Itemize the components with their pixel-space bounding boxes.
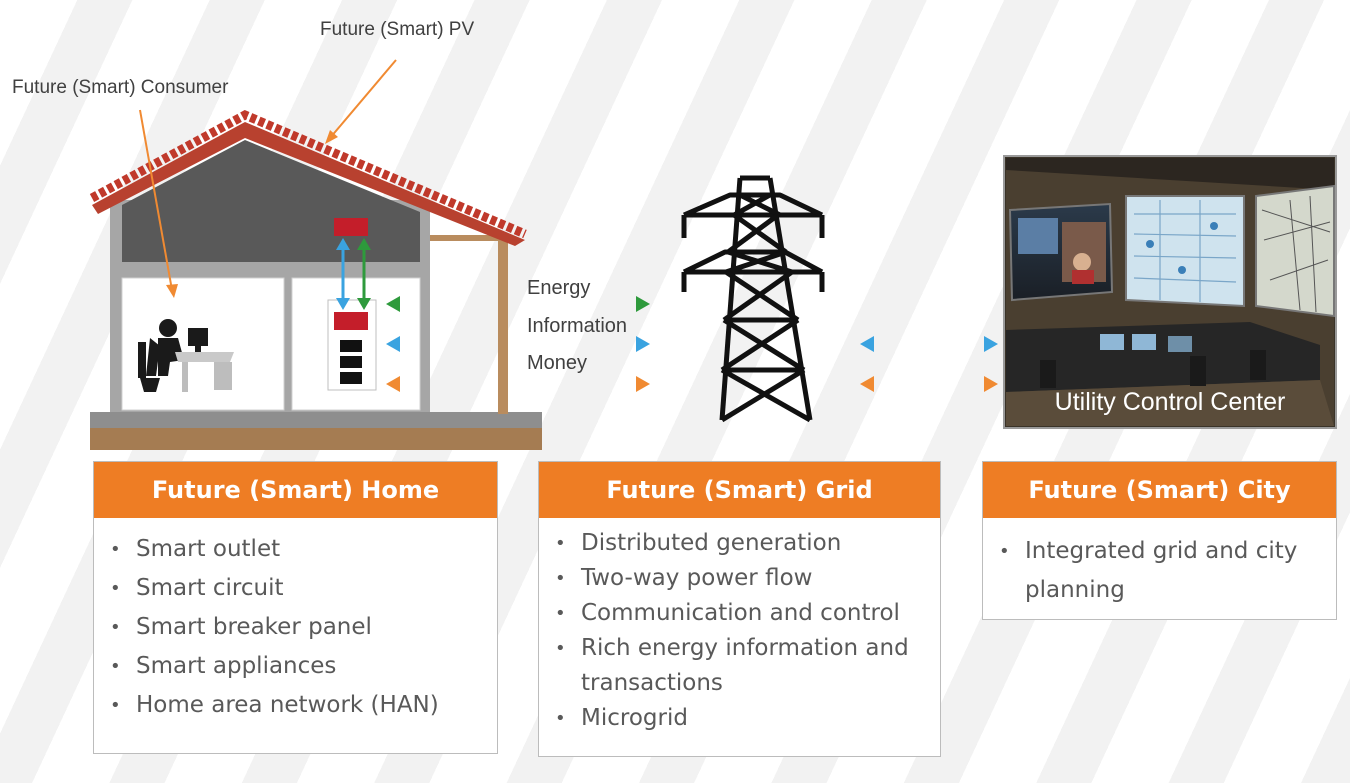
smart-city-title: Future (Smart) City (983, 462, 1336, 518)
transmission-tower-icon (681, 175, 825, 423)
list-item: •Smart appliances (110, 653, 337, 679)
consumer-label: Future (Smart) Consumer (12, 77, 229, 98)
list-item: •Smart outlet (110, 536, 281, 562)
control-center-label: Utility Control Center (1055, 388, 1286, 416)
consumer-silhouette (138, 319, 208, 392)
smart-meter (334, 312, 368, 330)
house-roof (92, 122, 525, 246)
smart-home-list: •Smart outlet •Smart circuit •Smart brea… (94, 518, 497, 725)
house-foundation (90, 428, 542, 450)
pv-pointer-arrow (325, 59, 397, 144)
list-item: •Two-way power flow (555, 565, 813, 591)
porch-post (498, 238, 508, 414)
list-item: •Microgrid (555, 705, 688, 731)
house-foundation-top (90, 412, 542, 428)
smart-home-card: Future (Smart) Home •Smart outlet •Smart… (93, 461, 498, 754)
money-flow-arrow (386, 376, 650, 392)
energy-label: Energy (527, 277, 590, 299)
smart-city-list: •Integrated grid and city planning (983, 518, 1336, 610)
information-flow-arrow (386, 336, 650, 352)
smart-home-title: Future (Smart) Home (94, 462, 497, 518)
list-item: •Integrated grid and city planning (999, 538, 1298, 603)
list-item: •Distributed generation (555, 530, 842, 556)
grid-city-information-arrow (860, 336, 998, 352)
money-label: Money (527, 352, 587, 374)
information-label: Information (527, 315, 627, 337)
list-item: •Home area network (HAN) (110, 692, 439, 718)
smart-grid-title: Future (Smart) Grid (539, 462, 940, 518)
energy-flow-arrow (386, 296, 650, 312)
list-item: •Rich energy information and transaction… (555, 635, 909, 696)
smart-city-card: Future (Smart) City •Integrated grid and… (982, 461, 1337, 620)
smart-home-illustration (89, 110, 542, 450)
pv-panel (334, 218, 368, 236)
list-item: •Smart circuit (110, 575, 284, 601)
pv-label: Future (Smart) PV (320, 19, 474, 40)
smart-grid-list: •Distributed generation •Two-way power f… (539, 518, 940, 736)
control-center-photo: Utility Control Center (1003, 155, 1337, 429)
smart-grid-card: Future (Smart) Grid •Distributed generat… (538, 461, 941, 757)
grid-city-money-arrow (860, 376, 998, 392)
list-item: •Smart breaker panel (110, 614, 372, 640)
pv-meter-arrows (336, 238, 371, 310)
list-item: •Communication and control (555, 600, 900, 626)
consumer-pointer-arrow (139, 109, 178, 298)
desk (175, 352, 234, 362)
